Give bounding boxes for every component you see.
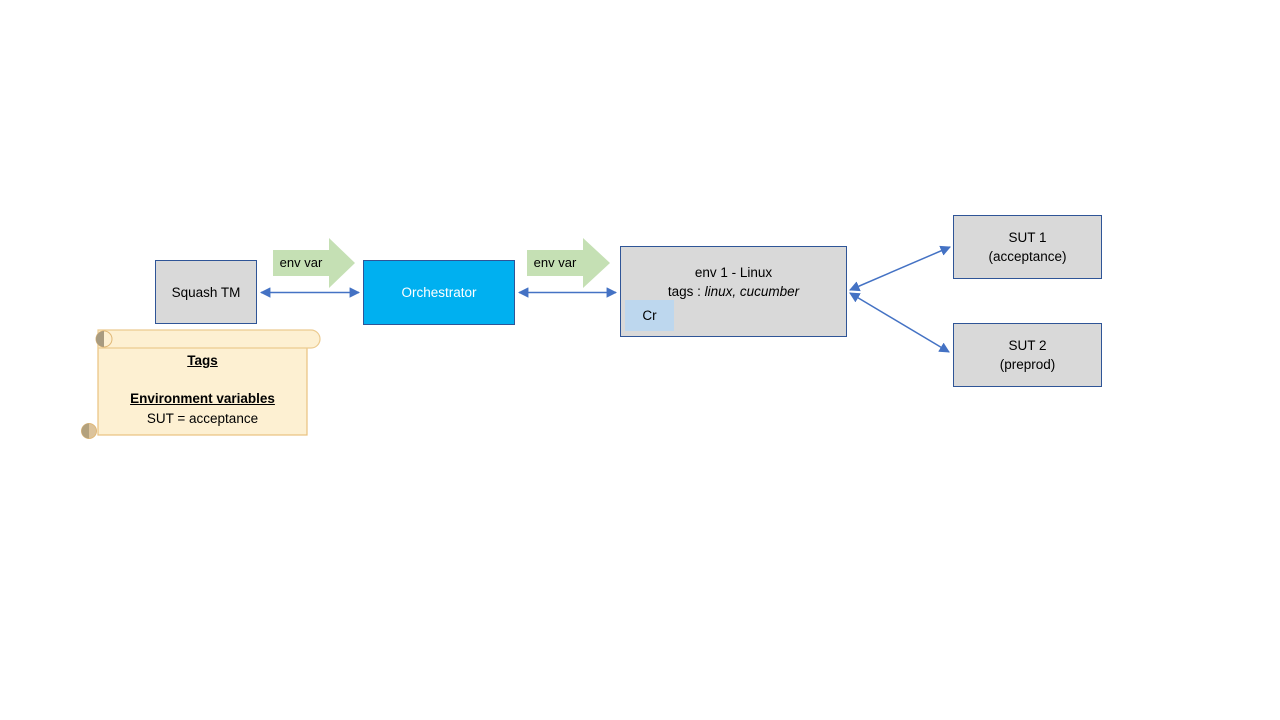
node-orchestrator: Orchestrator (363, 260, 515, 325)
env-var-arrow-2 (527, 238, 610, 288)
sut1-name: SUT 1 (1008, 230, 1047, 245)
node-sut2: SUT 2 (preprod) (953, 323, 1102, 387)
node-env1: env 1 - Linux tags : linux, cucumber Cr (620, 246, 847, 337)
env1-tags-line: tags : linux, cucumber (668, 282, 799, 301)
env1-cr-badge: Cr (625, 300, 674, 331)
node-sut1: SUT 1 (acceptance) (953, 215, 1102, 279)
note-heading-tags: Tags (187, 353, 218, 368)
note-body (97, 338, 308, 436)
note-heading-env-variables: Environment variables (130, 391, 275, 406)
env-var-label-2: env var (533, 255, 577, 270)
env1-cr-badge-label: Cr (642, 308, 657, 323)
note-line-sut-acceptance: SUT = acceptance (146, 411, 259, 426)
env-var-label-1: env var (279, 255, 323, 270)
note-top-roll (97, 329, 321, 349)
sut2-name: SUT 2 (1008, 338, 1047, 353)
node-squash-tm: Squash TM (155, 260, 257, 324)
note-bottom-curl-shadow (81, 423, 89, 439)
note-top-curl-shadow (96, 331, 104, 347)
node-orchestrator-label: Orchestrator (401, 285, 477, 300)
note-scroll-shape (81, 329, 321, 439)
note-text: Tags Environment variables SUT = accepta… (98, 348, 307, 426)
env1-title: env 1 - Linux (694, 265, 773, 280)
node-squash-tm-label: Squash TM (171, 284, 241, 300)
env1-tags-value: linux, cucumber (704, 284, 800, 299)
env-var-arrow-1 (273, 238, 355, 288)
connector-env1-sut1 (849, 245, 951, 292)
sut1-detail: (acceptance) (988, 249, 1067, 264)
connector-env1-sut2 (849, 292, 950, 353)
sut2-detail: (preprod) (999, 357, 1056, 372)
env1-tags-label: tags : (667, 284, 705, 299)
